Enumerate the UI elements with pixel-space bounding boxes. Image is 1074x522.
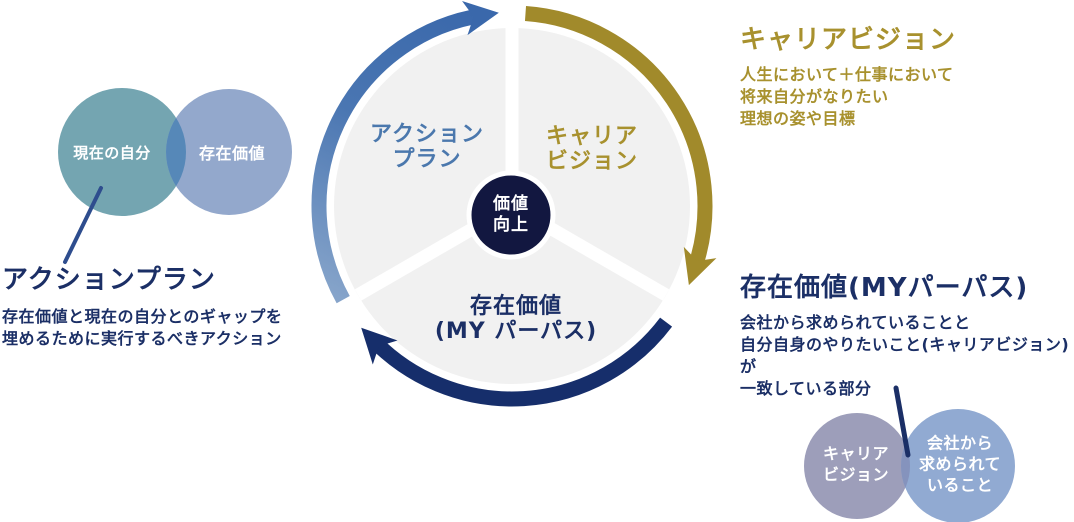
existence-value-circle [166, 89, 292, 215]
action-plan-block: アクションプラン 存在価値と現在の自分とのギャップを 埋めるために実行するべきア… [2, 264, 302, 350]
career-vision-description: 人生において＋仕事において 将来自分がなりたい 理想の姿や目標 [740, 65, 954, 128]
career-vision-title: キャリアビジョン [740, 25, 957, 55]
value-improvement-hub [466, 170, 556, 260]
navy-cycle-arrow [361, 317, 673, 407]
purpose-block: 存在価値(MYパーパス) 会社から求められていることと 自分自身のやりたいこと(… [740, 272, 1074, 400]
left-venn [58, 88, 292, 216]
career-vision-block: キャリアビジョン 人生において＋仕事において 将来自分がなりたい 理想の姿や目標 [740, 24, 1070, 130]
existence-value-label: 存在価値 [198, 144, 266, 163]
right-venn [804, 409, 1015, 522]
action-plan-title: アクションプラン [2, 265, 216, 295]
value-improvement-label: 価値 向上 [493, 194, 529, 235]
gold-cycle-arrow [524, 6, 717, 286]
career-vision-circle [804, 413, 910, 519]
blue-cycle-arrow [311, 1, 499, 304]
purpose-description: 会社から求められていることと 自分自身のやりたいこと(キャリアビジョン)が 一致… [740, 313, 1070, 398]
right-venn-career-vision-label: キャリア ビジョン [822, 444, 890, 484]
action-plan-description: 存在価値と現在の自分とのギャップを 埋めるために実行するべきアクション [2, 307, 283, 348]
segment-purpose-label: 存在価値 (MY パーパス) [434, 294, 598, 344]
action-plan-connector-line [63, 186, 103, 264]
segment-career-vision-label: キャリア ビジョン [545, 124, 639, 174]
current-self-label: 現在の自分 [73, 144, 151, 162]
purpose-title: 存在価値(MYパーパス) [740, 273, 1029, 303]
right-venn-company-needs-label: 会社から 求められて いること [918, 433, 1002, 495]
current-self-circle [58, 88, 186, 216]
purpose-connector-line [893, 385, 911, 458]
company-needs-circle [901, 409, 1015, 522]
segment-action-plan-label: アクション プラン [370, 122, 484, 172]
